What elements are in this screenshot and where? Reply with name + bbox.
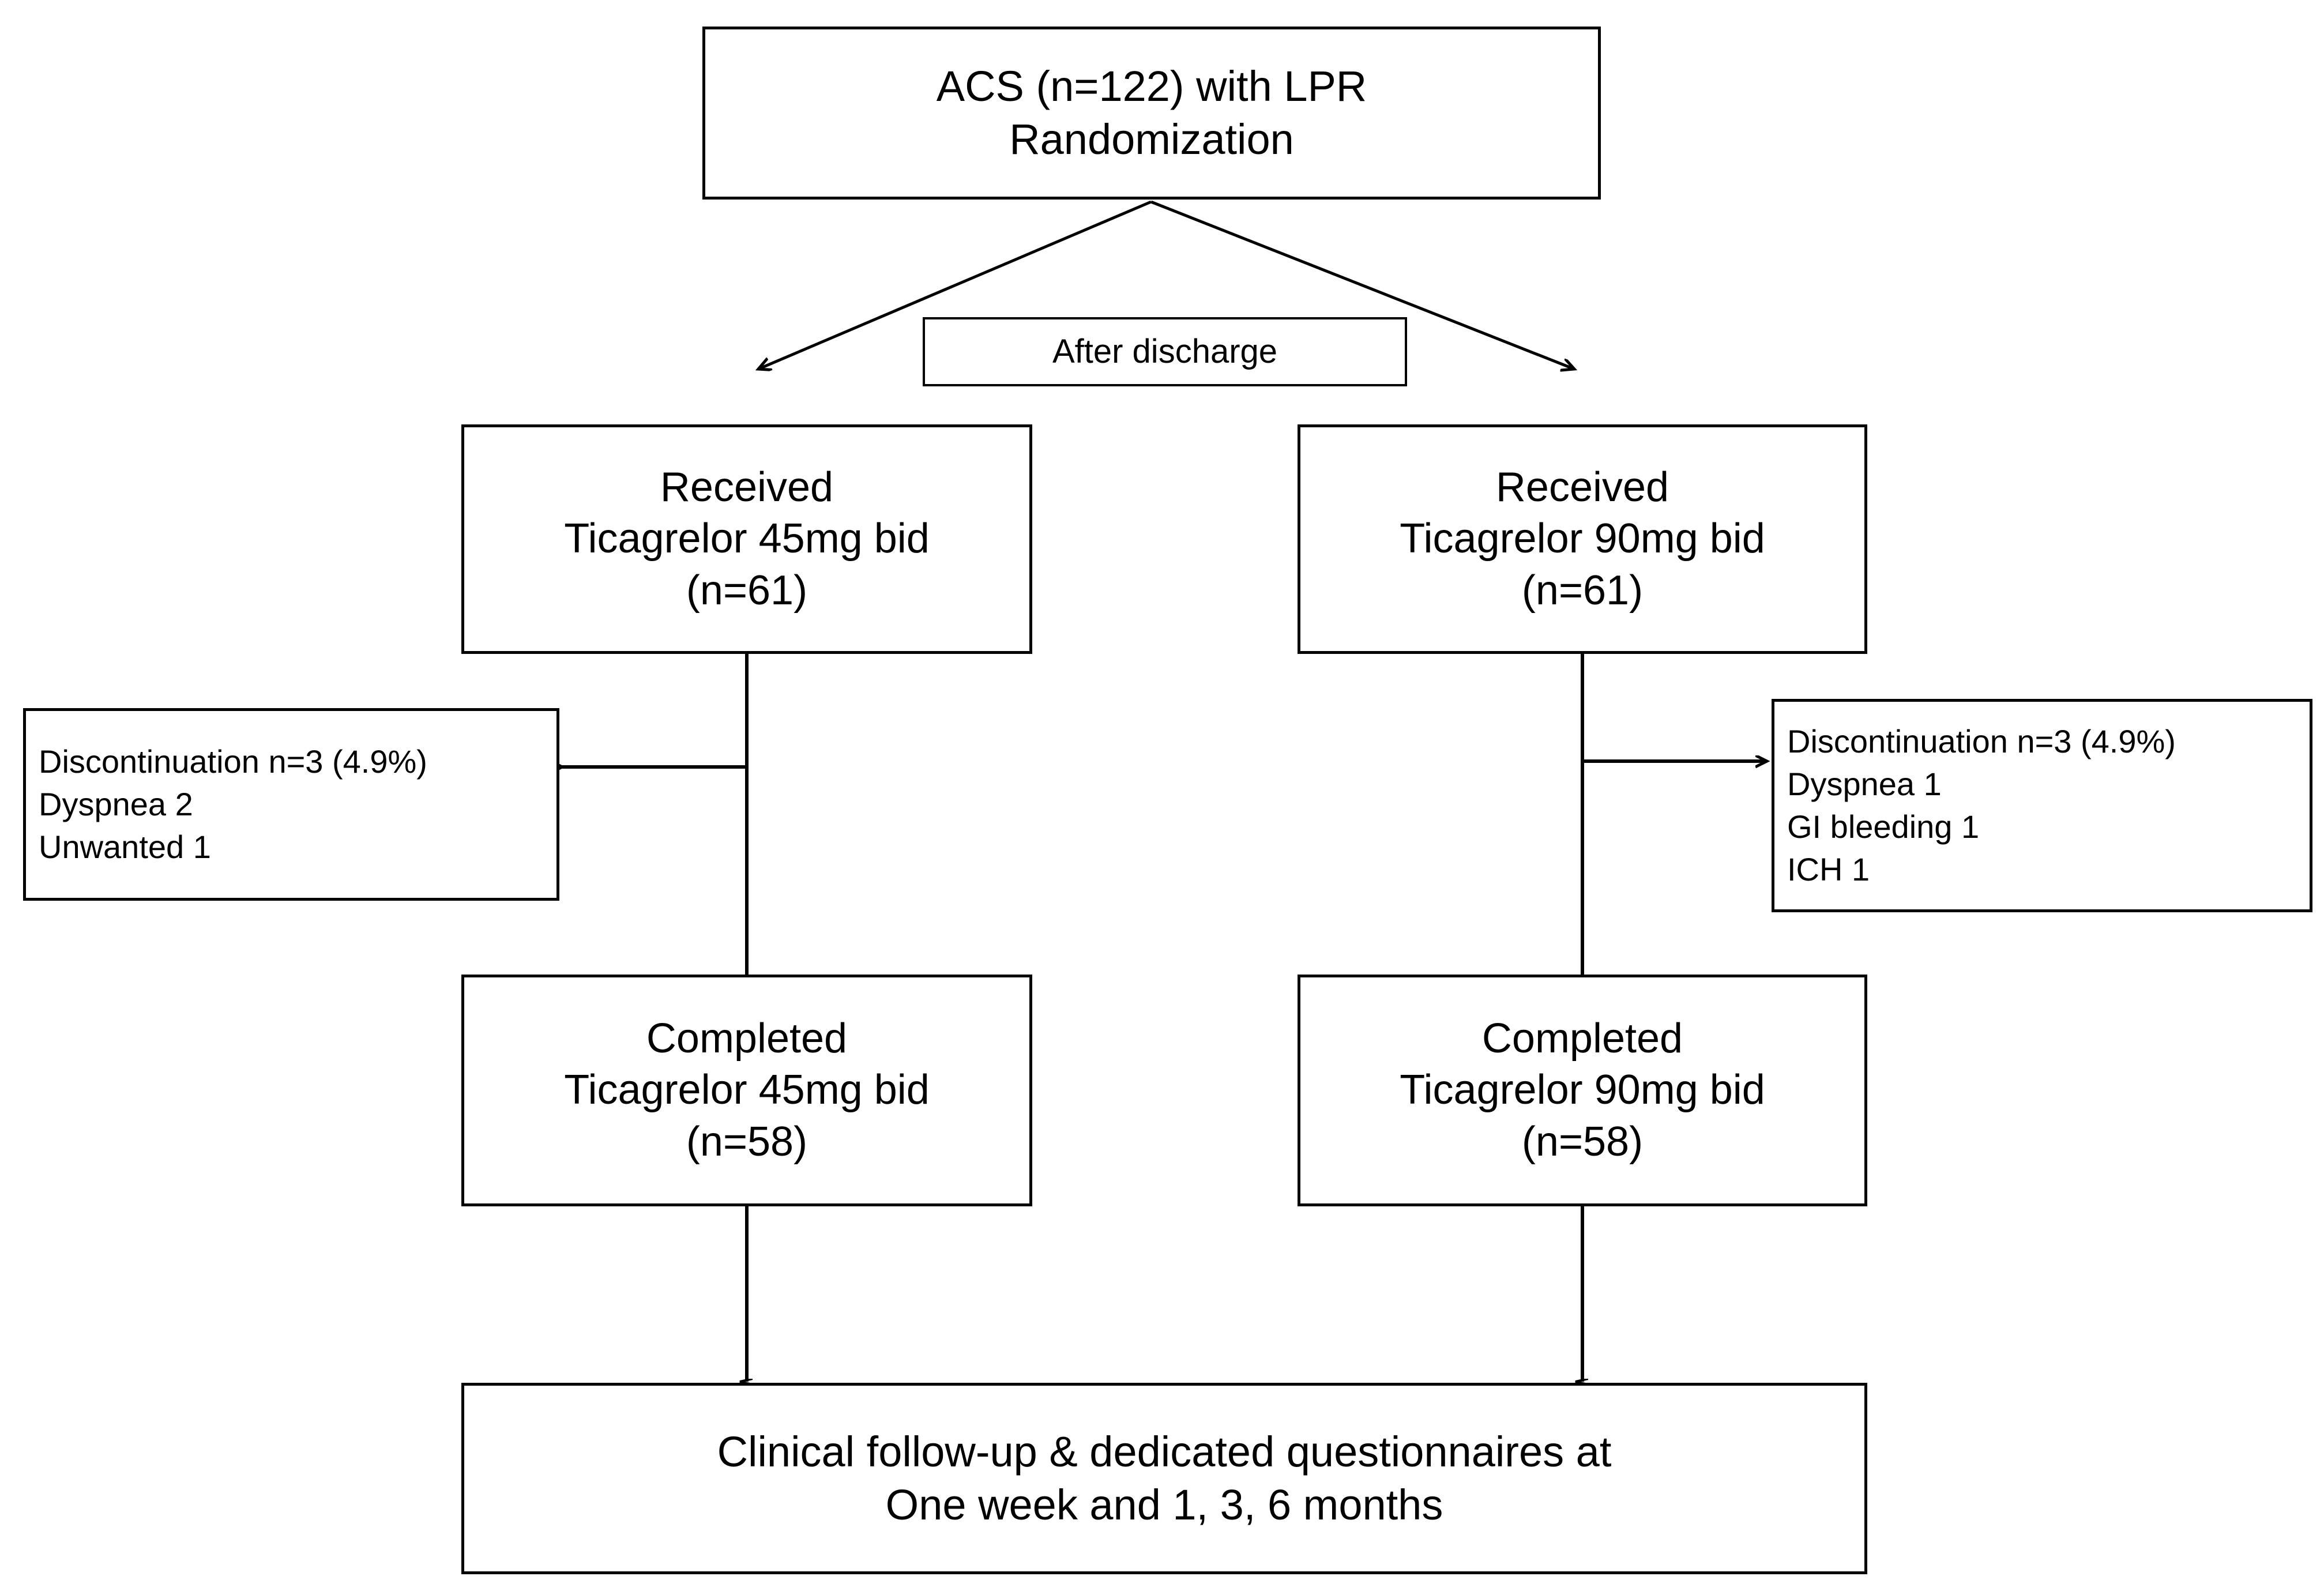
node-completed-high-line3: (n=58) [1521,1118,1644,1165]
node-followup-line1: Clinical follow-up & dedicated questionn… [717,1428,1612,1476]
node-followup-line2: One week and 1, 3, 6 months [885,1481,1443,1529]
node-received-low-line3: (n=61) [686,567,808,614]
node-received-high-line2: Ticagrelor 90mg bid [1400,516,1765,562]
node-discontinuation-45mg: Discontinuation n=3 (4.9%) Dyspnea 2 Unw… [23,708,559,901]
node-received-ticagrelor-45mg: Received Ticagrelor 45mg bid (n=61) [461,424,1032,654]
node-clinical-followup: Clinical follow-up & dedicated questionn… [461,1383,1867,1574]
node-discontinuation-90mg: Discontinuation n=3 (4.9%) Dyspnea 1 GI … [1772,699,2312,912]
node-received-low-line1: Received [660,464,834,511]
node-discontinuation-low-line2: Dyspnea 2 [39,786,193,823]
node-discontinuation-high-line3: GI bleeding 1 [1787,808,1980,845]
node-received-low-line2: Ticagrelor 45mg bid [564,516,930,562]
node-randomization: ACS (n=122) with LPR Randomization [702,27,1601,200]
node-discontinuation-low-line3: Unwanted 1 [39,828,211,865]
node-completed-high-line1: Completed [1481,1015,1683,1062]
node-completed-high-line2: Ticagrelor 90mg bid [1400,1067,1765,1114]
node-discontinuation-high-line1: Discontinuation n=3 (4.9%) [1787,723,2176,760]
node-discontinuation-low-line1: Discontinuation n=3 (4.9%) [39,743,427,780]
node-completed-low-line2: Ticagrelor 45mg bid [564,1067,930,1114]
node-randomization-line2: Randomization [1009,115,1294,163]
node-discontinuation-high-line2: Dyspnea 1 [1787,766,1942,803]
node-after-discharge: After discharge [923,317,1407,386]
node-received-ticagrelor-90mg: Received Ticagrelor 90mg bid (n=61) [1298,424,1867,654]
node-completed-ticagrelor-90mg: Completed Ticagrelor 90mg bid (n=58) [1298,975,1867,1206]
node-completed-low-line3: (n=58) [686,1118,808,1165]
node-completed-ticagrelor-45mg: Completed Ticagrelor 45mg bid (n=58) [461,975,1032,1206]
node-completed-low-line1: Completed [646,1015,848,1062]
node-received-high-line1: Received [1495,464,1669,511]
node-received-high-line3: (n=61) [1521,567,1644,614]
node-randomization-line1: ACS (n=122) with LPR [936,62,1367,111]
node-discontinuation-high-line4: ICH 1 [1787,851,1870,887]
node-after-discharge-label: After discharge [1052,333,1278,371]
